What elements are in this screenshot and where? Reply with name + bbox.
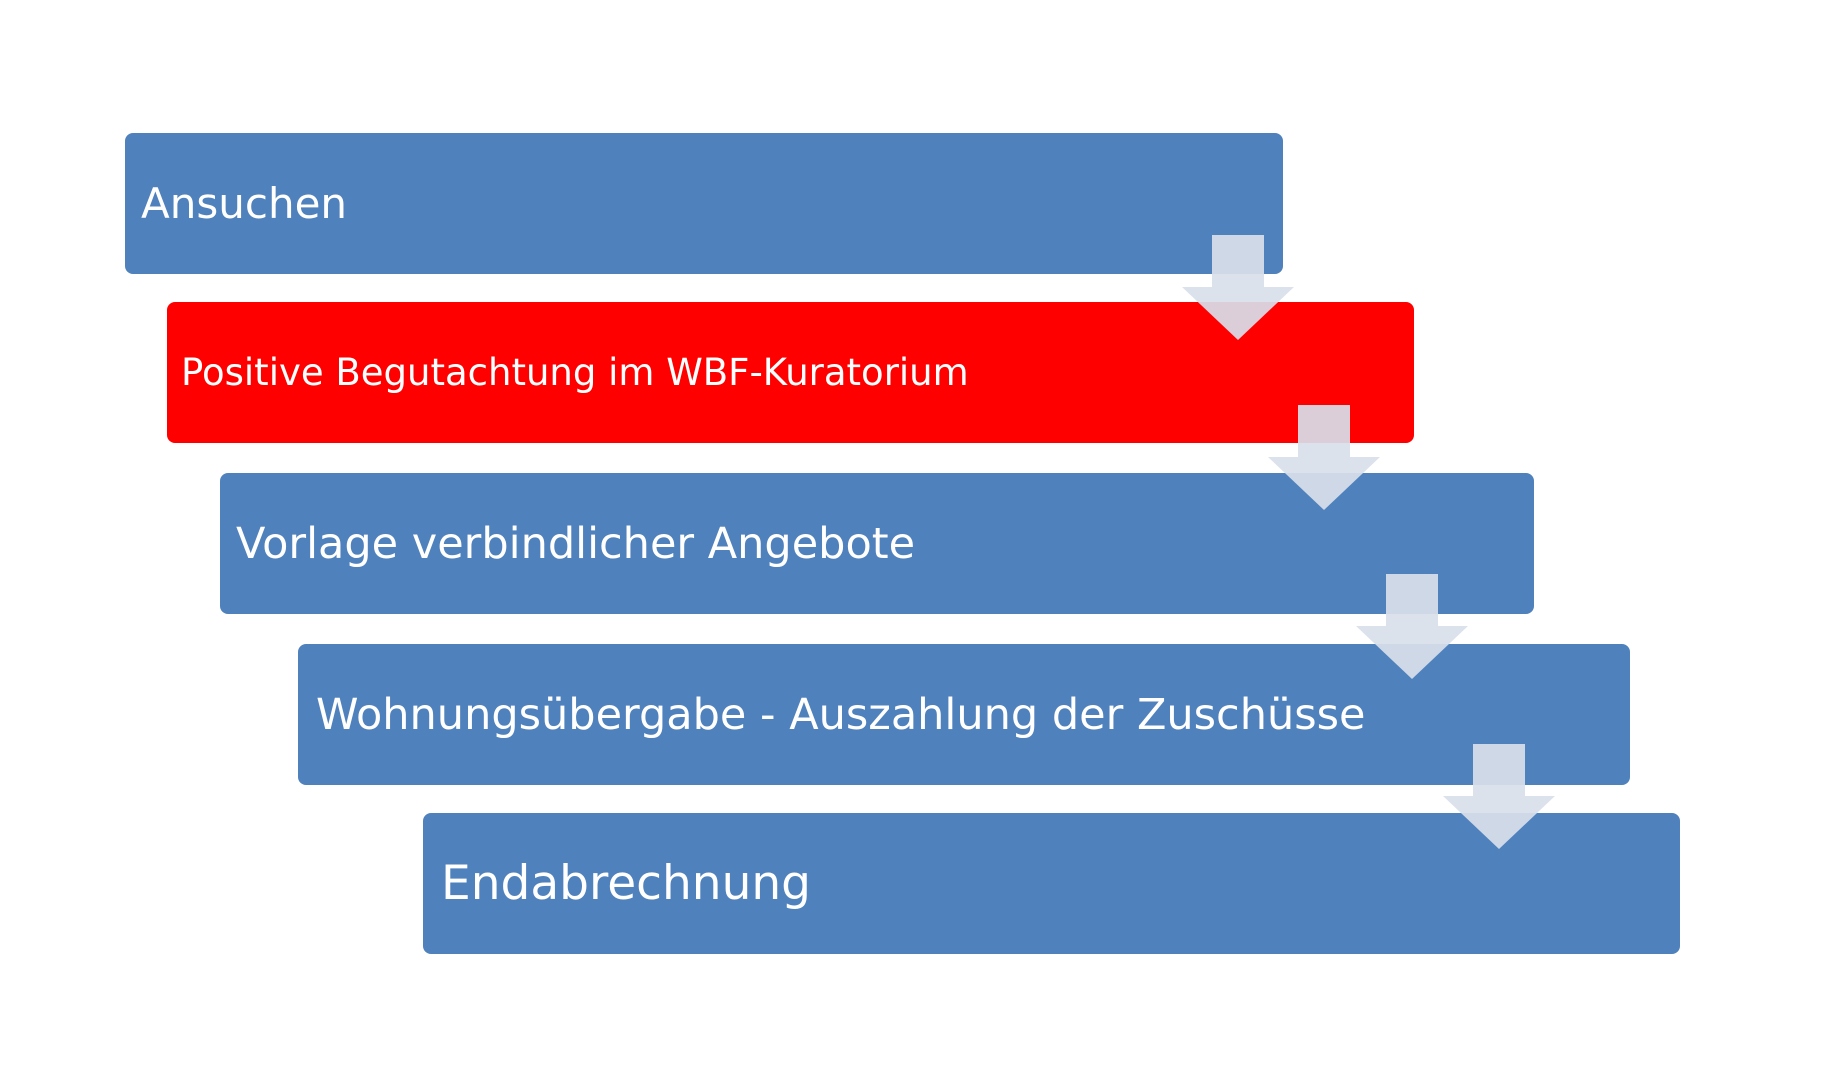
step-wohnungsuebergabe: Wohnungsübergabe - Auszahlung der Zuschü… — [298, 644, 1630, 785]
step-ansuchen: Ansuchen — [125, 133, 1283, 274]
down-arrow-icon — [1356, 574, 1468, 679]
step-label: Vorlage verbindlicher Angebote — [236, 518, 916, 569]
step-label: Positive Begutachtung im WBF-Kuratorium — [181, 351, 969, 394]
step-endabrechnung: Endabrechnung — [423, 813, 1680, 954]
step-positive-begutachtung: Positive Begutachtung im WBF-Kuratorium — [167, 302, 1414, 443]
step-label: Wohnungsübergabe - Auszahlung der Zuschü… — [316, 689, 1366, 740]
step-label: Endabrechnung — [441, 856, 811, 911]
down-arrow-icon — [1268, 405, 1380, 510]
step-vorlage-angebote: Vorlage verbindlicher Angebote — [220, 473, 1534, 614]
down-arrow-icon — [1182, 235, 1294, 340]
step-label: Ansuchen — [141, 179, 348, 228]
down-arrow-icon — [1443, 744, 1555, 849]
